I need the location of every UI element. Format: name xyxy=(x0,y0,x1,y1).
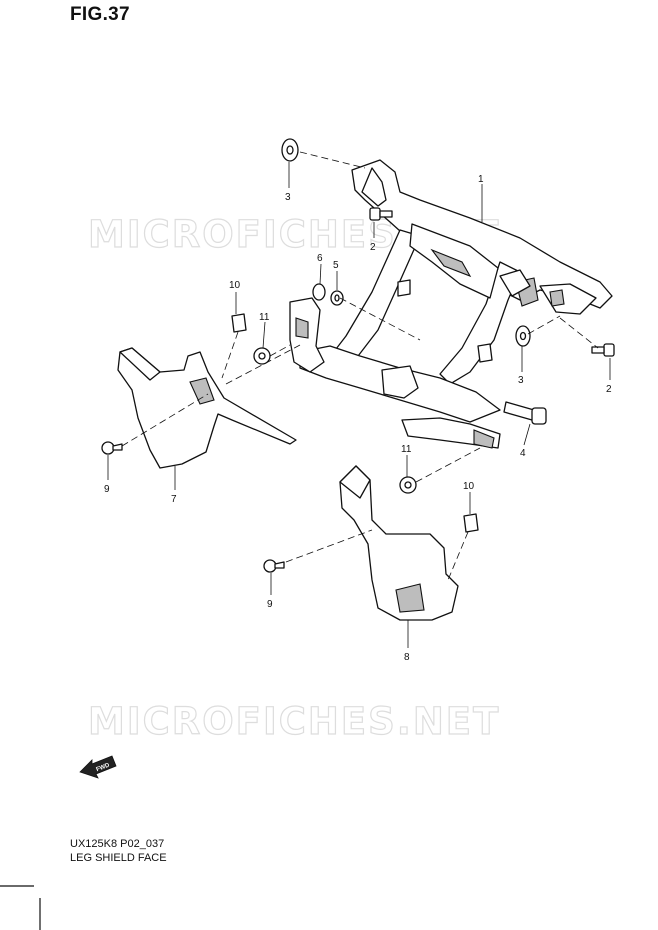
callout-4: 4 xyxy=(520,448,526,459)
callout-3-right: 3 xyxy=(518,375,524,386)
long-bolt xyxy=(503,401,547,425)
figure-title: FIG.37 xyxy=(70,4,130,25)
callout-6: 6 xyxy=(317,253,323,264)
screw-left xyxy=(101,441,123,455)
figure-description: LEG SHIELD FACE xyxy=(70,852,167,864)
bolt-top xyxy=(369,207,393,221)
callout-8: 8 xyxy=(404,652,410,663)
leader-lines xyxy=(107,162,611,648)
callouts: 1 2 2 3 3 4 5 6 7 8 9 9 10 10 11 11 xyxy=(104,174,612,663)
callout-10-left: 10 xyxy=(229,280,241,291)
callout-1: 1 xyxy=(478,174,484,185)
callout-7: 7 xyxy=(171,494,177,505)
leg-shield-cover-left xyxy=(117,347,297,469)
callout-3-top: 3 xyxy=(285,192,291,203)
grommet-right xyxy=(399,476,417,494)
collar xyxy=(330,290,344,306)
callout-2-right: 2 xyxy=(606,384,612,395)
callout-9-left: 9 xyxy=(104,484,110,495)
callout-9-right: 9 xyxy=(267,599,273,610)
fwd-label: FWD xyxy=(96,762,112,773)
callout-11-left: 11 xyxy=(259,312,270,323)
bolt-right xyxy=(591,343,615,357)
model-code: UX125K8 P02_037 xyxy=(70,838,165,850)
clip-left xyxy=(231,313,247,333)
callout-2-top: 2 xyxy=(370,242,376,253)
leg-shield-frame xyxy=(289,159,613,449)
grommet xyxy=(312,283,326,301)
assembly-lines xyxy=(121,151,599,581)
clip-right xyxy=(463,513,479,533)
fwd-arrow: FWD xyxy=(79,755,117,779)
leg-shield-cover-right xyxy=(339,465,459,621)
callout-11-right: 11 xyxy=(401,444,412,455)
washer-top xyxy=(281,138,299,162)
callout-10-right: 10 xyxy=(463,481,475,492)
grommet-left xyxy=(253,347,271,365)
screw-right xyxy=(263,559,285,573)
callout-5: 5 xyxy=(333,260,339,271)
page-corner-marks xyxy=(0,885,41,930)
watermark-bottom: MICROFICHES.NET xyxy=(87,699,501,743)
washer-right xyxy=(515,325,531,347)
